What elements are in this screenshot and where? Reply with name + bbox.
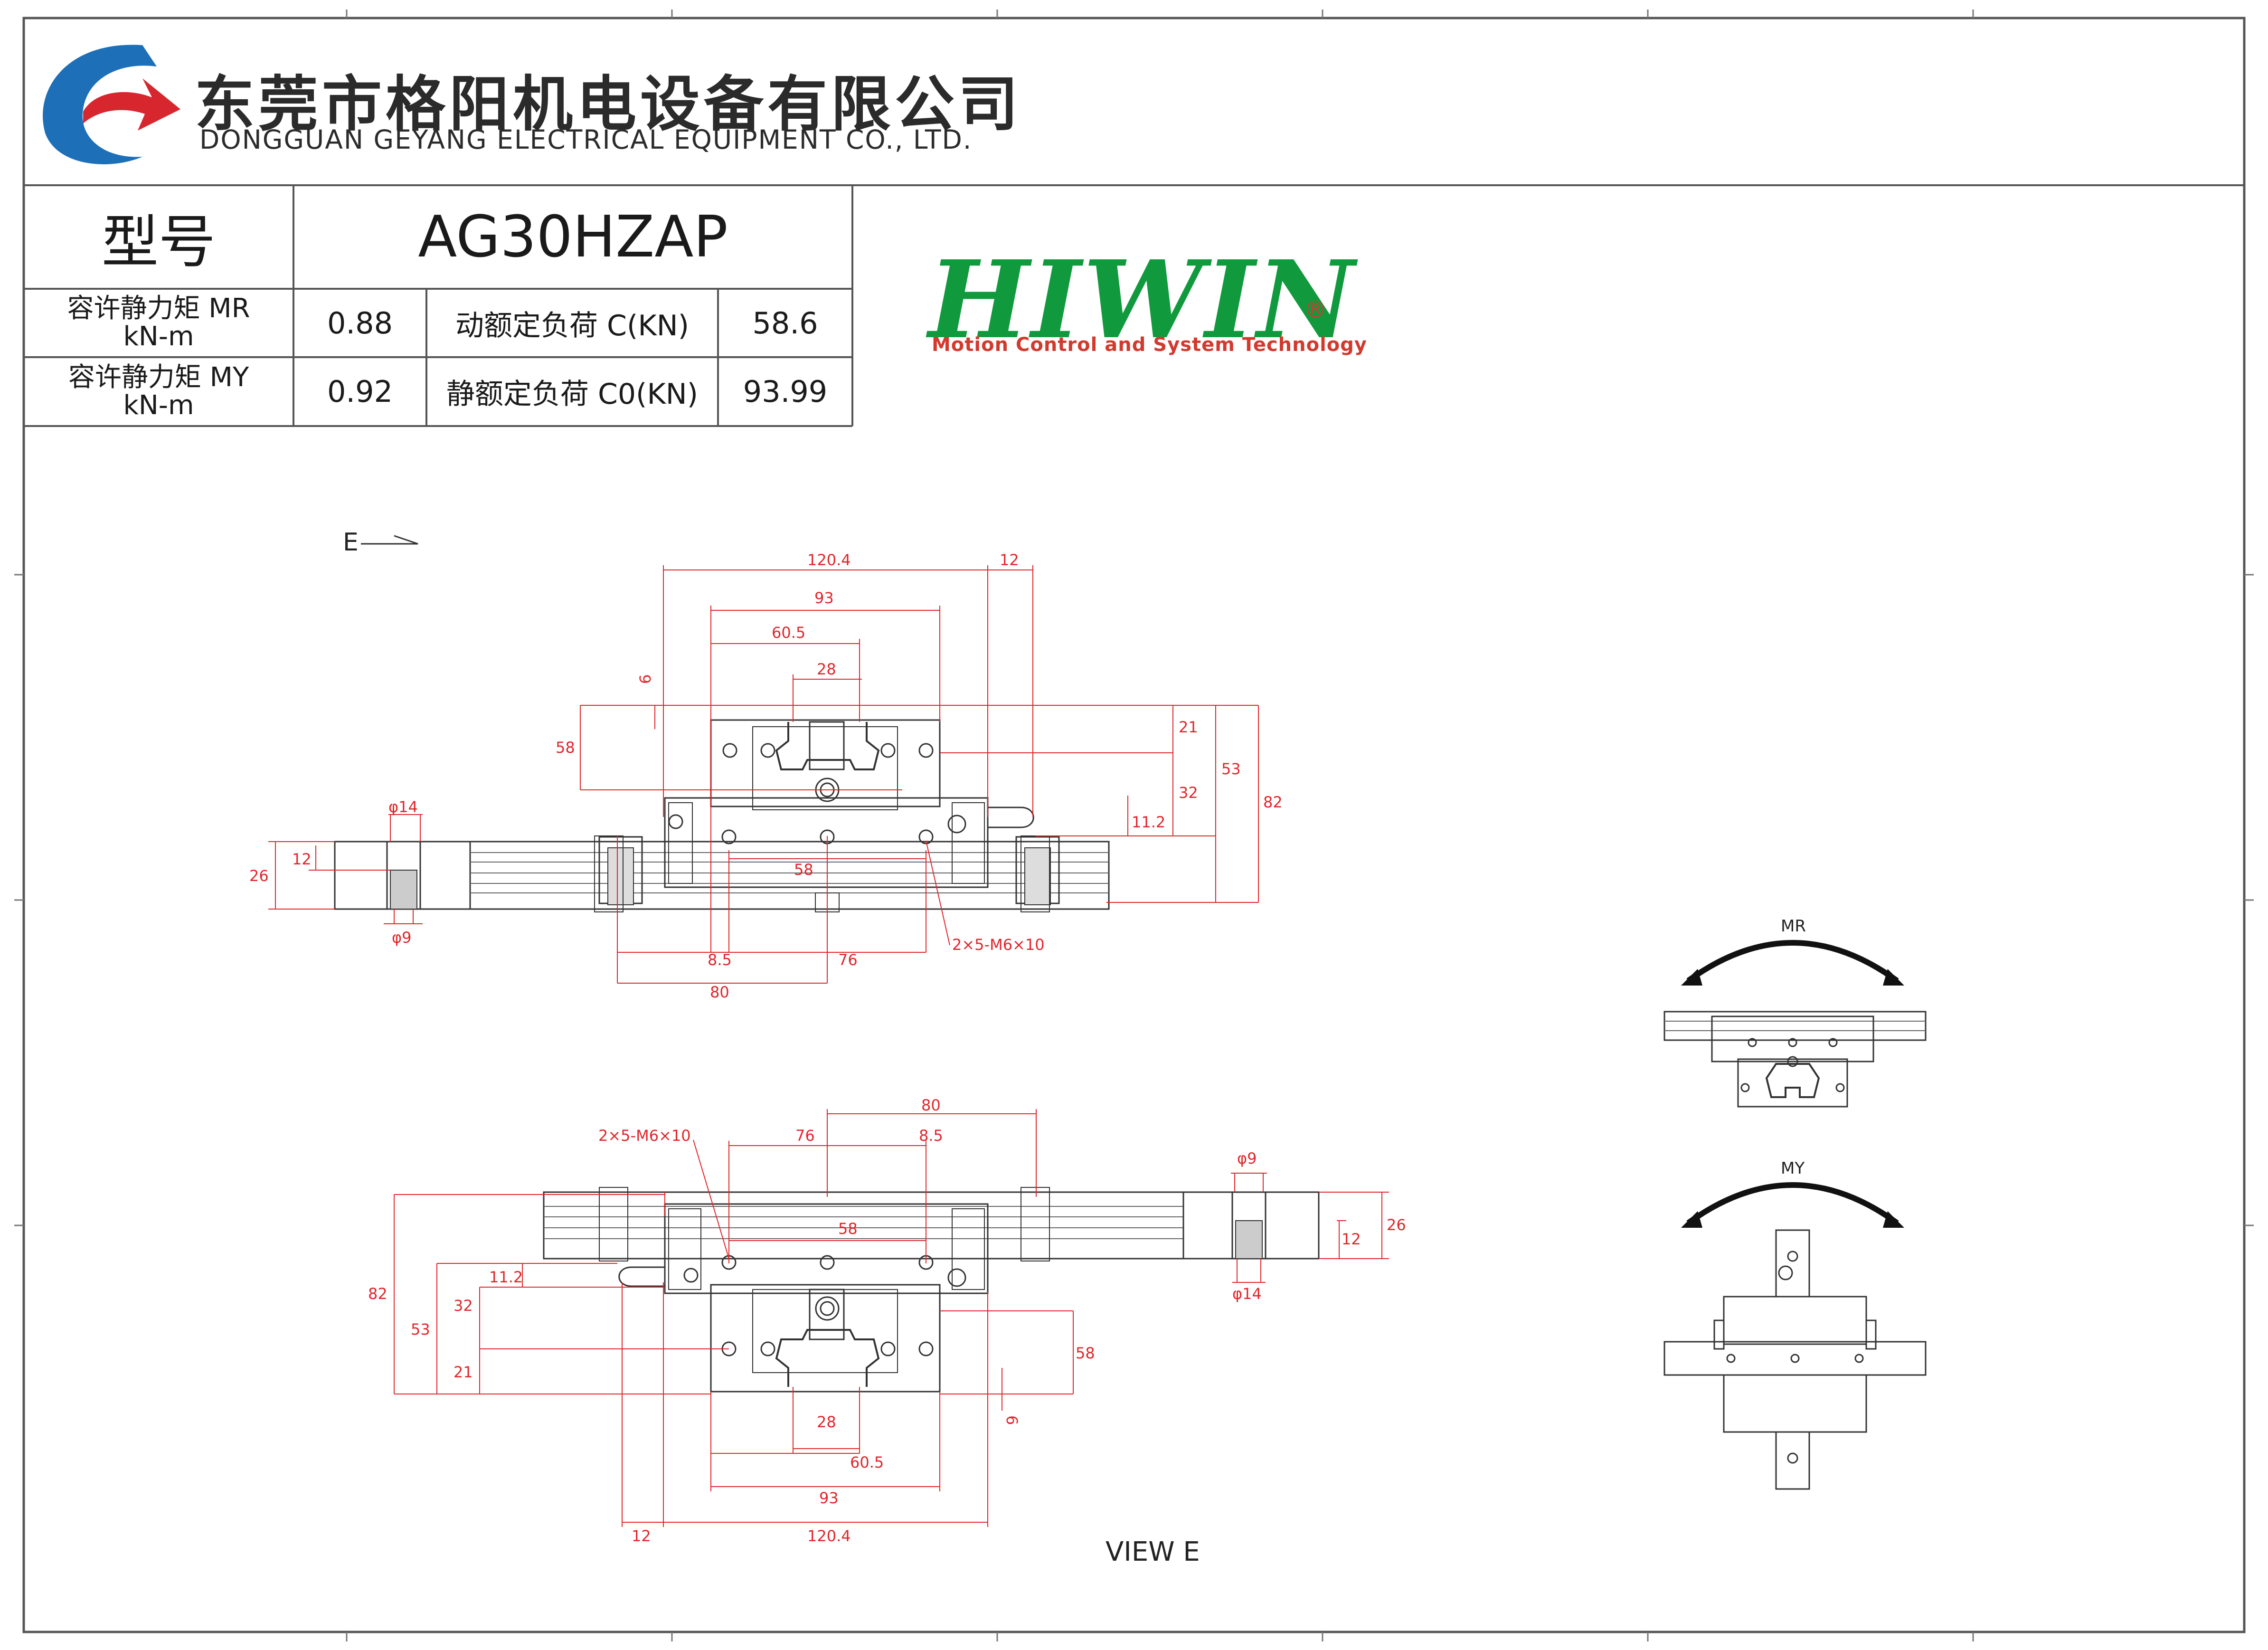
dim-label: φ9 xyxy=(392,929,411,947)
dim-label: 82 xyxy=(1263,793,1283,811)
dim-label: 76 xyxy=(838,951,858,969)
registered-mark: ® xyxy=(1304,296,1327,323)
static-load-value: 93.99 xyxy=(743,374,828,409)
dim-label: 60.5 xyxy=(772,624,805,642)
dim-label: 53 xyxy=(1221,760,1241,778)
dim-label: 93 xyxy=(814,589,834,607)
dim-label: 58 xyxy=(1076,1344,1095,1362)
dynamic-load-value: 58.6 xyxy=(752,305,818,341)
moment-unit-label: kN-m xyxy=(123,389,194,421)
spec-row-mr-label: 容许静力矩 MR kN-m xyxy=(24,289,293,357)
view-marker-label: E xyxy=(343,528,359,557)
dim-label: 26 xyxy=(1387,1216,1406,1234)
dim-label: 21 xyxy=(454,1363,473,1381)
dim-label: 53 xyxy=(411,1320,430,1338)
view-e-label: VIEW E xyxy=(1106,1536,1200,1567)
top-view xyxy=(268,535,1259,984)
dynamic-load-label: 动额定负荷 C(KN) xyxy=(455,309,689,342)
moment-my-label: MY xyxy=(1781,1159,1805,1178)
dim-label: 80 xyxy=(710,983,729,1001)
hiwin-tagline: Motion Control and System Technology xyxy=(932,334,1367,356)
dim-label: φ14 xyxy=(388,798,418,816)
moment-views xyxy=(1663,940,1927,1490)
dim-label: 58 xyxy=(556,739,575,757)
dim-label: 82 xyxy=(368,1285,387,1303)
dim-label: 58 xyxy=(838,1220,858,1238)
dim-label: 76 xyxy=(795,1127,815,1145)
company-name-en: DONGGUAN GEYANG ELECTRICAL EQUIPMENT CO.… xyxy=(199,124,973,155)
dim-label: 8.5 xyxy=(708,951,732,969)
dim-label: 12 xyxy=(292,850,312,868)
dim-label: 93 xyxy=(819,1489,839,1507)
dim-label: 32 xyxy=(1179,784,1198,802)
dim-label: 2×5-M6×10 xyxy=(598,1127,691,1145)
allowable-moment-mr-value: 0.88 xyxy=(327,305,393,341)
moment-mr-label: MR xyxy=(1781,917,1806,936)
company-name-cn: 东莞市格阳机电设备有限公司 xyxy=(195,69,1022,139)
spec-row-my-label: 容许静力矩 MY kN-m xyxy=(24,357,293,426)
dim-label: 80 xyxy=(921,1096,941,1114)
dim-label: 11.2 xyxy=(1132,813,1165,831)
dim-label: φ9 xyxy=(1237,1149,1257,1167)
dim-label: 12 xyxy=(1000,551,1019,569)
dim-label: 120.4 xyxy=(807,551,851,569)
static-load-label: 静额定负荷 C0(KN) xyxy=(446,378,699,411)
dim-label: 6 xyxy=(636,674,654,684)
dim-label: 60.5 xyxy=(850,1453,884,1471)
allowable-moment-my-label: 容许静力矩 MY xyxy=(68,361,249,393)
dim-label: 32 xyxy=(454,1297,473,1315)
dim-label: 8.5 xyxy=(919,1127,943,1145)
dim-label: 58 xyxy=(794,861,813,879)
dim-label: 28 xyxy=(817,1413,836,1431)
moment-unit-label: kN-m xyxy=(123,321,194,352)
model-value: AG30HZAP xyxy=(418,204,728,270)
dim-label: 12 xyxy=(632,1527,651,1545)
dim-label: 28 xyxy=(817,660,836,678)
allowable-moment-my-value: 0.92 xyxy=(327,374,393,409)
sheet-border xyxy=(22,17,2246,1633)
bottom-view xyxy=(394,1109,1389,1527)
dim-label: φ14 xyxy=(1232,1285,1262,1303)
dim-label: 6 xyxy=(1003,1415,1021,1425)
dim-label: 26 xyxy=(249,867,269,885)
dim-label: 11.2 xyxy=(489,1268,523,1286)
dim-label: 12 xyxy=(1342,1230,1361,1248)
hiwin-logo: HIWIN xyxy=(928,237,1357,363)
model-label: 型号 xyxy=(102,209,216,275)
company-logo-icon xyxy=(43,45,180,164)
allowable-moment-mr-label: 容许静力矩 MR xyxy=(67,293,250,324)
dim-label: 2×5-M6×10 xyxy=(952,936,1045,954)
dim-label: 21 xyxy=(1179,718,1198,736)
spec-table-grid xyxy=(24,185,853,427)
dimension-labels: 120.4 12 93 60.5 28 6 58 21 53 82 32 11.… xyxy=(249,551,1406,1545)
dim-label: 120.4 xyxy=(807,1527,851,1545)
